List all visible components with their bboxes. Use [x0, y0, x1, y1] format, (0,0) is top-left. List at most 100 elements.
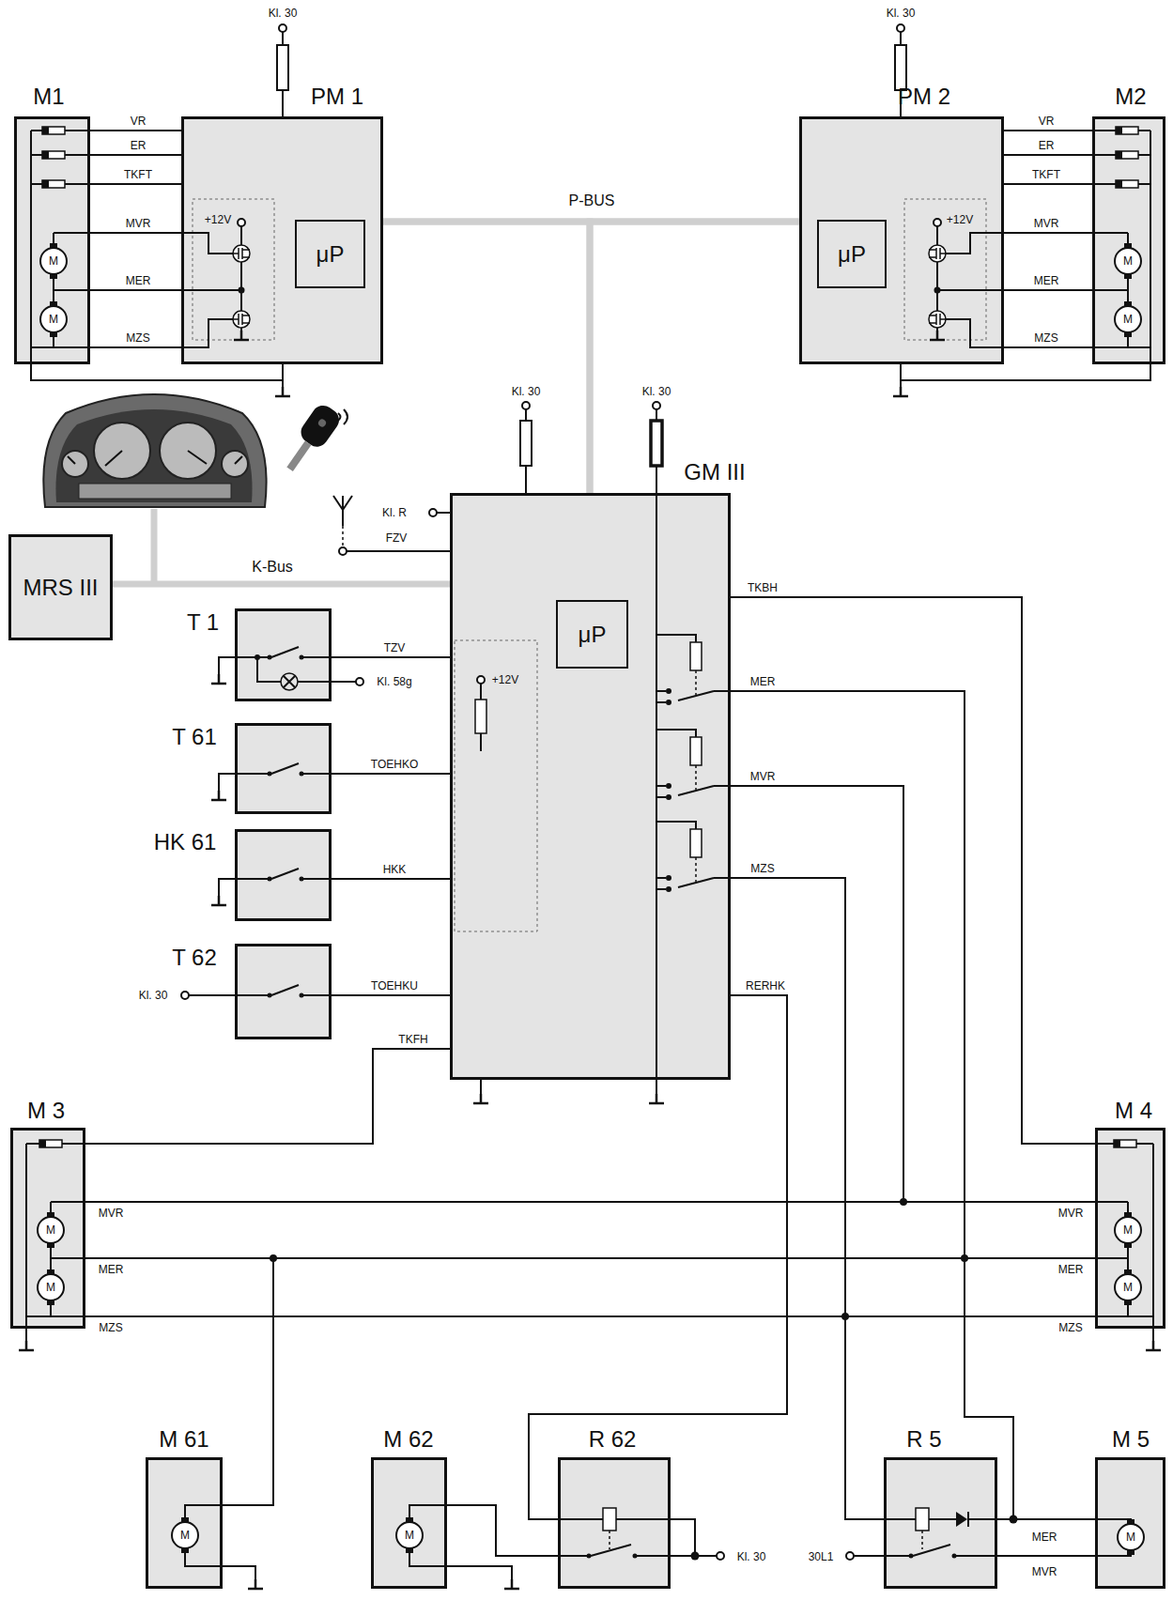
seat-motor-m3	[18, 1140, 86, 1351]
relay-symbol	[602, 1508, 617, 1531]
terminal-label: +12V	[946, 214, 973, 226]
signal-name: MZS	[748, 863, 776, 875]
signal-name: MER	[1030, 1531, 1060, 1544]
wire-label-holder: MZS	[123, 332, 152, 344]
label-holder: M	[1123, 255, 1133, 267]
switch-symbol	[218, 647, 356, 688]
label-holder: Kl. 30	[268, 7, 298, 19]
label-holder: MER	[98, 1264, 124, 1276]
motor-symbol-letter: M	[180, 1529, 190, 1542]
terminal-label: MZS	[1058, 1322, 1082, 1334]
label-holder: +12V	[946, 214, 973, 226]
gm-relays	[694, 765, 697, 790]
wire-label-holder: MVR	[1030, 1566, 1060, 1578]
key-remote	[277, 401, 343, 478]
seat-motor-m4	[1095, 1143, 1154, 1342]
wire-label-holder: MZS	[1032, 332, 1060, 344]
box-fill	[799, 116, 1004, 365]
junction-dot	[269, 1198, 1019, 1561]
power-feed	[652, 401, 661, 410]
mirror-motor-m2	[1115, 180, 1139, 188]
mosfet-driver	[933, 218, 942, 227]
terminal-label: FZV	[385, 532, 408, 544]
module-name: HK 61	[154, 831, 217, 854]
module-name: M 4	[1114, 1099, 1153, 1123]
mosfet-driver	[181, 226, 242, 348]
motor-wiring	[1117, 1519, 1144, 1556]
gm-relays	[694, 670, 697, 695]
seat-motor-m4	[1114, 1212, 1142, 1249]
mirror-motor-m1	[40, 243, 67, 279]
wire-label-holder: MER	[748, 676, 778, 688]
signal-name: TKFT	[122, 169, 155, 181]
gm-relays	[665, 699, 672, 706]
signal-wire	[1003, 183, 1093, 186]
module-box: R 62	[557, 1457, 671, 1590]
box-fill	[370, 1457, 448, 1590]
relay-symbol	[956, 1512, 968, 1528]
box-fill	[234, 608, 332, 702]
key-remote	[286, 441, 311, 472]
switch-symbol	[254, 654, 261, 661]
module-name: M2	[1114, 85, 1146, 109]
terminal-label: Kl. 58g	[376, 676, 412, 688]
gm-inputs	[429, 509, 437, 517]
module-box: GM IIIμP	[449, 493, 731, 1081]
label-holder: +12V	[204, 214, 232, 226]
module-name: T 61	[171, 725, 217, 749]
signal-name: TKFT	[1030, 169, 1063, 181]
power-feed	[278, 24, 287, 32]
motor-symbol-letter: M	[404, 1529, 415, 1542]
signal-wire	[997, 1555, 1096, 1558]
signal-wire	[222, 691, 965, 1506]
label-holder: MVR	[1058, 1207, 1084, 1220]
seat-motor-m3	[37, 1212, 64, 1249]
gm-inputs	[341, 525, 344, 548]
signal-name: VR	[1036, 115, 1057, 127]
module-label: MRS III	[22, 576, 98, 600]
motor-wiring	[396, 1517, 423, 1554]
signal-name: TOEHKO	[369, 758, 420, 771]
wire-label-holder: TOEHKU	[369, 980, 420, 992]
signal-name: MVR	[1032, 217, 1062, 230]
wire-label-holder: MZS	[748, 863, 776, 875]
signal-wire	[90, 231, 182, 234]
instrument-cluster	[55, 409, 252, 503]
signal-wire	[331, 772, 450, 775]
box-fill	[14, 116, 91, 365]
dashed-driver-frame	[192, 199, 987, 932]
signal-wire	[730, 878, 884, 1520]
gm-relays	[665, 794, 672, 801]
power-feed	[522, 401, 530, 410]
terminal-label: MZS	[98, 1322, 123, 1334]
mirror-motor-m1	[30, 126, 91, 348]
module-name: PM 2	[897, 85, 951, 109]
switch-symbol	[299, 993, 305, 999]
module-box: M 5	[1095, 1457, 1166, 1590]
wire-label-holder: VR	[1036, 115, 1057, 127]
box-fill	[8, 534, 113, 641]
label-holder: M	[48, 255, 59, 267]
signal-wire	[1003, 129, 1093, 132]
module-box: T 61	[234, 723, 332, 815]
signal-name: MER	[123, 275, 154, 287]
label-holder: Kl. 30	[737, 1551, 767, 1563]
label-holder: M	[180, 1529, 190, 1542]
terminal-label: Kl. 30	[886, 7, 916, 19]
box-fill	[557, 1457, 671, 1590]
motor-symbol-letter: M	[48, 255, 59, 267]
module-box: MRS III	[8, 534, 113, 641]
module-name: R 5	[906, 1428, 942, 1451]
box-fill	[449, 493, 731, 1081]
mirror-motor-m1	[42, 126, 65, 135]
switch-symbol	[267, 771, 273, 777]
mosfet-driver	[928, 245, 946, 263]
bus-line	[383, 221, 590, 494]
motor-symbol-letter: M	[1123, 1224, 1133, 1236]
relay-symbol	[846, 1552, 854, 1560]
module-box: T 1	[234, 608, 332, 702]
wire-label-holder: TKFT	[122, 169, 155, 181]
label-holder: MER	[1058, 1264, 1084, 1276]
module-label: μP	[837, 243, 866, 266]
power-feed	[277, 45, 289, 91]
